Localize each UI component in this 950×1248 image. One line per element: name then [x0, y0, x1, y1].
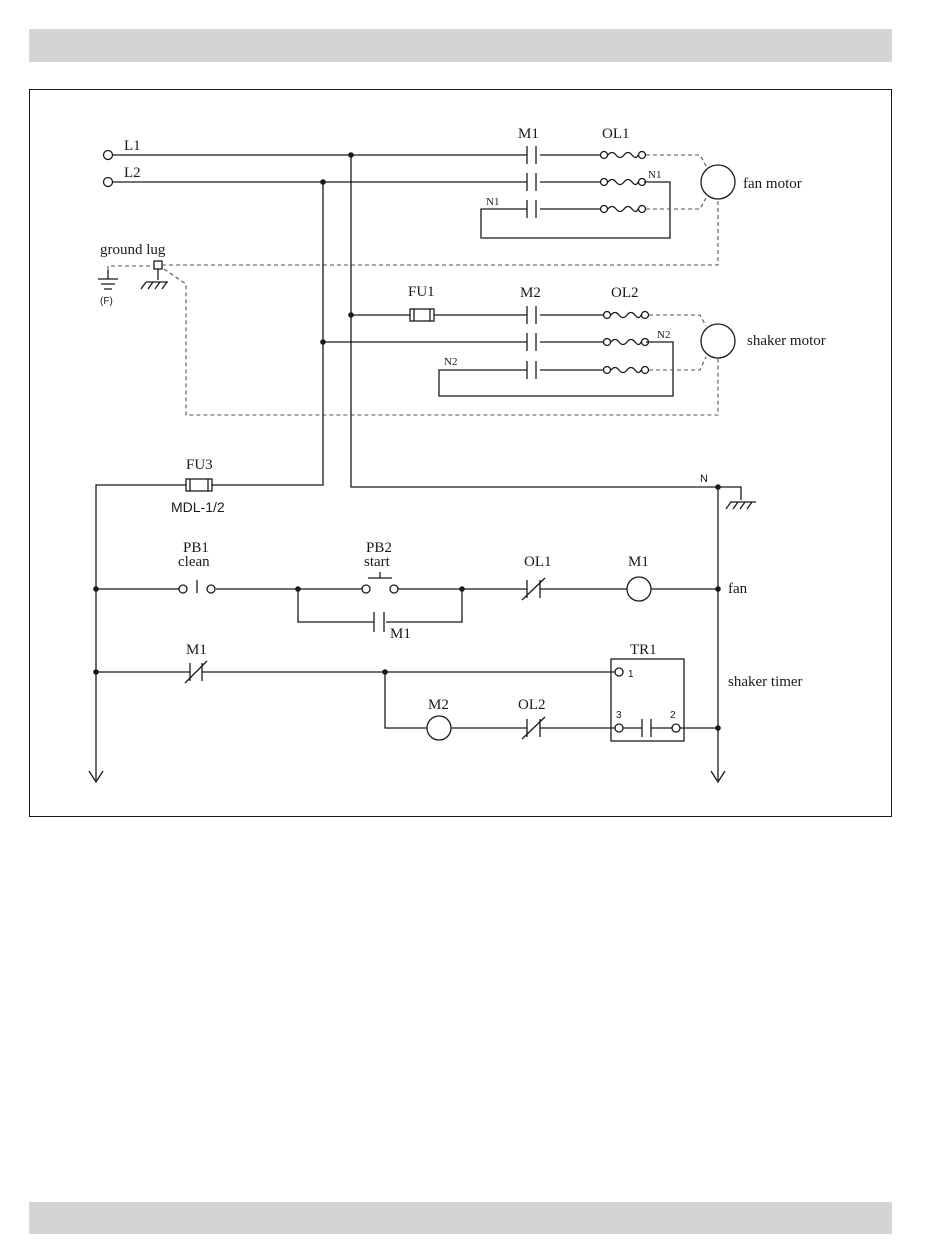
- label-tr1-t2: 2: [670, 710, 676, 721]
- label-fu3: FU3: [186, 457, 213, 473]
- node-l1: [348, 152, 354, 158]
- tr1-terminal-1: [615, 668, 623, 676]
- wire-n2-loop: [439, 342, 673, 396]
- node-l2: [320, 179, 326, 185]
- label-fan: fan: [728, 581, 748, 597]
- footer-bar: [29, 1202, 892, 1234]
- label-m2-top: M2: [520, 285, 541, 301]
- m1-coil: [627, 577, 651, 601]
- label-n: N: [700, 473, 708, 485]
- node-rung2-left: [93, 669, 99, 675]
- label-l2: L2: [124, 165, 141, 181]
- label-n2-right: N2: [657, 329, 670, 341]
- wire-n1-loop: [481, 182, 670, 238]
- hold-branch: [298, 589, 462, 622]
- label-ol2-top: OL2: [611, 285, 639, 301]
- m2-power-contacts: [527, 306, 536, 379]
- m1-power-contacts: [527, 146, 536, 218]
- tr1-terminal-2: [672, 724, 680, 732]
- label-n1-left: N1: [486, 196, 499, 208]
- label-tr1-t3: 3: [616, 710, 622, 721]
- label-n1-right: N1: [648, 169, 661, 181]
- bus-l2: [212, 182, 323, 485]
- label-shaker-timer: shaker timer: [728, 674, 803, 690]
- ground-lug-icon: [154, 261, 162, 269]
- fu3-core: [190, 479, 208, 491]
- tr1-contact: [623, 719, 672, 737]
- ol2-heaters: [604, 312, 649, 374]
- fu1-core: [414, 309, 430, 321]
- label-ol1-ctrl: OL1: [524, 554, 552, 570]
- node-rung2-right: [715, 725, 721, 731]
- m2-coil: [427, 716, 451, 740]
- neutral-ground: [718, 487, 756, 509]
- label-m2-coil: M2: [428, 697, 449, 713]
- label-m1-coil: M1: [628, 554, 649, 570]
- ground-symbol-f: [98, 270, 118, 289]
- label-fan-motor: fan motor: [743, 176, 802, 192]
- shaker-motor-icon: [701, 324, 735, 358]
- label-m1-top: M1: [518, 126, 539, 142]
- label-m1-hold: M1: [390, 626, 411, 642]
- label-fu1: FU1: [408, 284, 435, 300]
- node-rung1-left: [93, 586, 99, 592]
- terminal-l1: [104, 151, 113, 160]
- tr1-timer-box: [611, 659, 684, 741]
- node-shaker-1: [348, 312, 354, 318]
- ground-lug-earth: [141, 269, 168, 289]
- bus-l1: [351, 155, 718, 487]
- label-ol1-top: OL1: [602, 126, 630, 142]
- label-fu3-rating: MDL-1/2: [171, 499, 225, 515]
- fan-motor-icon: [701, 165, 735, 199]
- pb1-button: [179, 580, 215, 593]
- pb2-button: [362, 572, 398, 593]
- label-shaker-motor: shaker motor: [747, 333, 826, 349]
- label-l1: L1: [124, 138, 141, 154]
- wire-fu3: [96, 485, 186, 780]
- tr1-terminal-3: [615, 724, 623, 732]
- node-shaker-2: [320, 339, 326, 345]
- label-pb1-sub: clean: [178, 554, 210, 570]
- label-pb2-sub: start: [364, 554, 391, 570]
- m1-hold-contact: [374, 612, 384, 632]
- label-n2-left: N2: [444, 356, 457, 368]
- terminal-l2: [104, 178, 113, 187]
- label-m1-nc: M1: [186, 642, 207, 658]
- label-ground-lug: ground lug: [100, 242, 166, 258]
- label-tr1: TR1: [630, 642, 657, 658]
- label-ol2-ctrl: OL2: [518, 697, 546, 713]
- ground-dashed: [108, 199, 718, 415]
- label-tr1-t1: 1: [628, 669, 634, 680]
- label-f: (F): [100, 296, 113, 307]
- ol1-heaters: [601, 152, 646, 213]
- node-rung1-right: [715, 586, 721, 592]
